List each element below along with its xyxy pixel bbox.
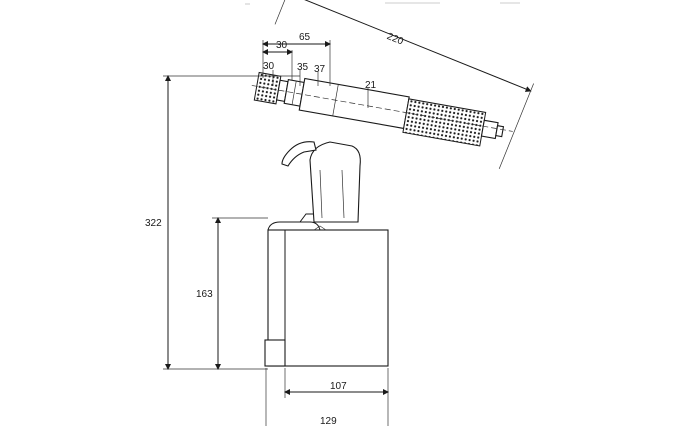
dim-nose-length: 65: [262, 32, 331, 86]
dim-label-37: 37: [314, 64, 326, 75]
dim-label-129: 129: [320, 416, 337, 426]
dim-nose-tip: 30: [262, 40, 293, 80]
dim-base-width: 129: [265, 368, 389, 426]
dim-base-height: 163: [196, 217, 268, 370]
base-canister: [264, 213, 389, 367]
scan-marks: [245, 2, 520, 5]
grip-handle: [309, 141, 361, 223]
dim-label-30-lower: 30: [263, 61, 275, 72]
dim-label-163: 163: [196, 289, 213, 300]
dim-label-322: 322: [145, 218, 162, 229]
dim-label-107: 107: [330, 381, 347, 392]
dim-label-30-upper: 30: [276, 40, 288, 51]
dim-base-inner-width: 107: [284, 368, 389, 398]
dim-label-21: 21: [365, 80, 377, 91]
barrel-assembly: [251, 71, 513, 147]
dim-label-35: 35: [297, 62, 309, 73]
dim-diameters: 30 35 37: [263, 61, 326, 86]
dim-overall-length: [274, 0, 534, 169]
dim-head-diameter: 21: [365, 80, 377, 108]
trigger: [281, 141, 317, 167]
dim-label-65: 65: [299, 32, 311, 43]
rear-knurl-grip: [402, 98, 487, 147]
dim-label-220: 220: [385, 31, 405, 48]
